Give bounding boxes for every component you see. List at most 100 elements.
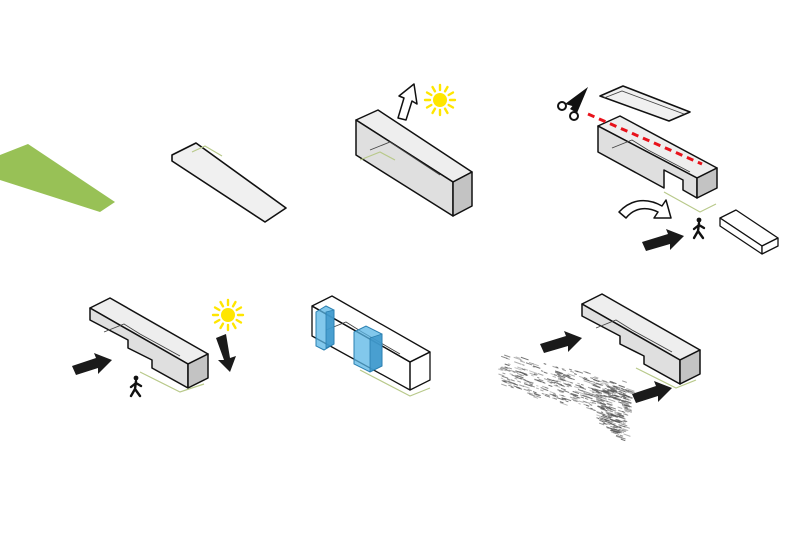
volume-ground-trace [359, 151, 396, 161]
texture-mark [517, 380, 522, 383]
texture-mark [582, 400, 591, 404]
texture-mark [543, 371, 548, 374]
texture-mark [611, 394, 615, 397]
texture-mark [516, 375, 524, 379]
texture-mark [561, 398, 567, 401]
texture-mark [555, 366, 559, 369]
pedestrian-icon [129, 375, 143, 398]
texture-mark [567, 373, 576, 377]
texture-mark [578, 384, 582, 387]
texture-mark [577, 382, 581, 385]
texture-mark [580, 392, 588, 396]
texture-mark [576, 370, 584, 374]
texture-mark [586, 406, 595, 411]
texture-mark [592, 376, 598, 380]
texture-mark [613, 396, 622, 400]
sun-ray [447, 103, 455, 109]
texture-mark [606, 402, 613, 406]
glass-block-mid-face [369, 333, 383, 373]
texture-mark [505, 369, 511, 372]
texture-mark [502, 372, 506, 375]
texture-mark [590, 377, 594, 380]
texture-mark [610, 425, 615, 429]
texture-mark [529, 372, 536, 376]
scissors-icon [557, 87, 588, 121]
cut-volume-end [696, 167, 718, 199]
texture-mark [499, 367, 503, 370]
texture-mark [599, 418, 603, 421]
sun-ray [447, 91, 455, 97]
texture-mark [591, 389, 599, 393]
texture-mark [568, 368, 573, 371]
texture-mark [530, 374, 534, 377]
texture-mark [596, 410, 600, 413]
texture-mark [615, 435, 623, 440]
sun-ray [425, 91, 433, 97]
sun-icon [423, 83, 457, 117]
texture-mark [622, 397, 630, 401]
texture-mark [614, 395, 620, 398]
texture-mark [554, 371, 561, 375]
cut-inner-line [611, 139, 691, 173]
texture-mark [532, 391, 537, 394]
texture-mark [515, 376, 523, 380]
panel-context [497, 293, 701, 442]
texture-mark [504, 363, 510, 367]
texture-mark [530, 381, 534, 384]
texture-mark [535, 395, 542, 399]
texture-mark [563, 390, 570, 393]
black-arrow-icon [540, 331, 582, 353]
texture-mark [613, 390, 618, 393]
texture-mark [607, 423, 611, 425]
texture-mark [622, 380, 627, 383]
texture-mark [583, 403, 590, 407]
texture-mark [589, 382, 596, 386]
texture-mark [552, 379, 559, 383]
texture-mark [603, 422, 608, 425]
texture-mark [553, 384, 561, 388]
cut-line [587, 112, 703, 166]
texture-mark [535, 387, 539, 390]
texture-mark [528, 370, 538, 374]
texture-mark [566, 385, 570, 388]
texture-mark [504, 366, 509, 369]
texture-mark [553, 393, 557, 395]
texture-mark [602, 414, 608, 418]
texture-mark [599, 412, 606, 416]
texture-mark [532, 365, 541, 369]
texture-mark [594, 376, 599, 379]
texture-mark [574, 390, 581, 394]
texture-mark [512, 371, 516, 373]
texture-mark [517, 387, 521, 390]
texture-mark [511, 370, 519, 374]
texture-mark [568, 377, 575, 381]
texture-mark [560, 384, 564, 387]
texture-mark [607, 413, 614, 417]
texture-mark [604, 419, 608, 422]
texture-mark [589, 403, 593, 406]
texture-mark [574, 386, 580, 389]
texture-mark [606, 427, 610, 430]
texture-mark [507, 363, 511, 366]
texture-mark [610, 423, 617, 427]
entry-volume-end [187, 353, 209, 389]
texture-mark [596, 411, 605, 416]
pedestrian-icon [692, 217, 706, 240]
texture-mark [520, 356, 529, 361]
texture-mark [580, 396, 585, 399]
texture-mark [624, 407, 633, 412]
texture-mark [552, 395, 557, 398]
texture-mark [559, 377, 566, 381]
texture-mark [595, 397, 601, 400]
texture-mark [581, 390, 590, 394]
texture-mark [613, 389, 618, 393]
texture-mark [593, 379, 599, 382]
pedestrian-body [129, 379, 143, 398]
texture-mark [515, 356, 521, 359]
texture-mark [542, 381, 546, 384]
texture-mark [578, 400, 584, 404]
texture-mark [595, 393, 600, 396]
site-plot [0, 144, 115, 212]
texture-mark [578, 375, 584, 379]
texture-mark [616, 426, 623, 430]
